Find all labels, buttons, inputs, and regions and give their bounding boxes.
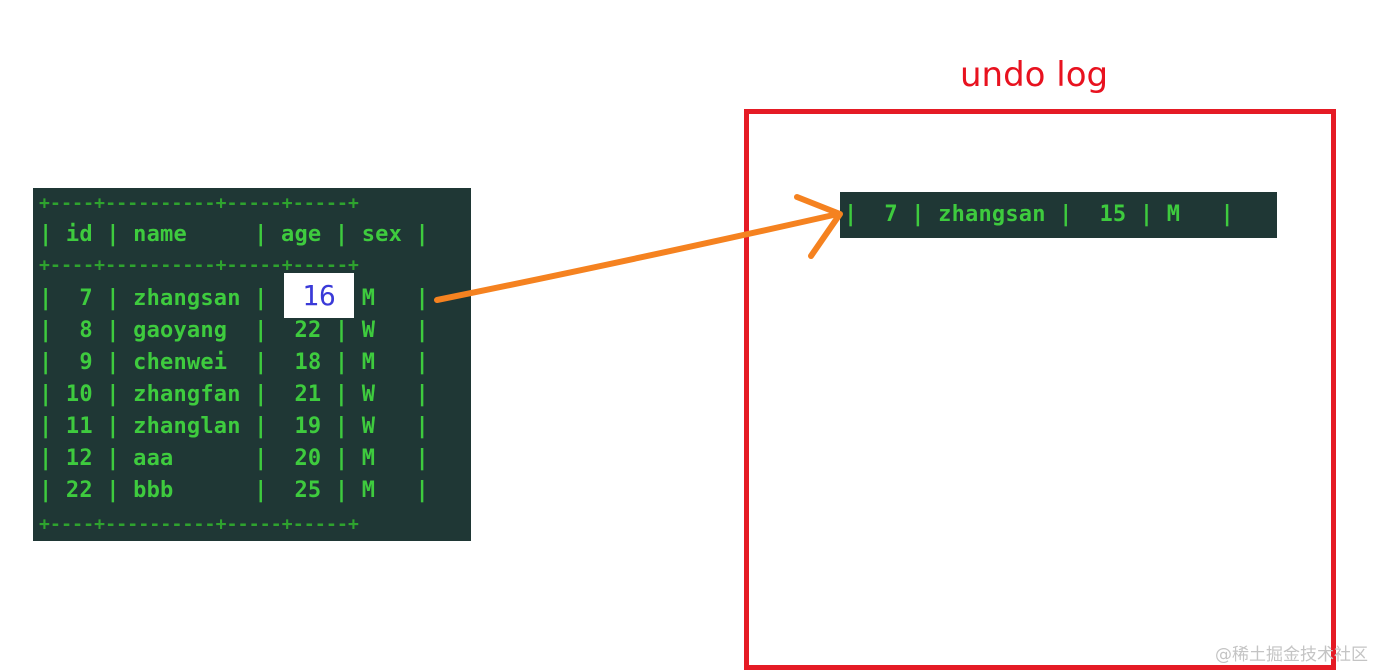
cell-sex: M	[361, 478, 376, 503]
table-row: | 8 | gaoyang | 22 | W |	[39, 315, 429, 347]
header-sex: sex	[361, 222, 403, 247]
undo-log-record: | 7 | zhangsan | 15 | M |	[840, 192, 1277, 238]
cell-name: zhangfan	[133, 382, 241, 407]
cell-id: 9	[79, 350, 93, 375]
cell-name: bbb	[133, 478, 174, 503]
undo-cell-name: zhangsan	[938, 202, 1046, 227]
cell-name: zhanglan	[133, 414, 241, 439]
cell-sex: W	[361, 318, 376, 343]
header-age: age	[281, 222, 322, 247]
table-border-top: +----+----------+-----+-----+	[39, 193, 360, 214]
cell-age: 22	[294, 318, 322, 343]
undo-log-title: undo log	[960, 55, 1109, 95]
table-border-header: +----+----------+-----+-----+	[39, 255, 360, 276]
cell-name: aaa	[133, 446, 174, 471]
table-row: | 22 | bbb | 25 | M |	[39, 475, 429, 507]
cell-sex: M	[361, 446, 376, 471]
undo-record-row: | 7 | zhangsan | 15 | M |	[844, 199, 1234, 231]
header-name: name	[133, 222, 187, 247]
cell-id: 8	[79, 318, 93, 343]
table-header-row: | id | name | age | sex |	[39, 219, 429, 251]
undo-cell-age: 15	[1099, 202, 1127, 227]
arrow-head	[794, 194, 843, 259]
cell-age: 21	[294, 382, 322, 407]
cell-sex: M	[361, 286, 376, 311]
cell-id: 22	[65, 478, 93, 503]
table-border-bottom: +----+----------+-----+-----+	[39, 514, 360, 535]
cell-id: 7	[79, 286, 93, 311]
header-id: id	[65, 222, 93, 247]
watermark-text: @稀土掘金技术社区	[1215, 645, 1368, 665]
cell-name: chenwei	[133, 350, 228, 375]
cell-id: 11	[65, 414, 93, 439]
table-row: | 11 | zhanglan | 19 | W |	[39, 411, 429, 443]
cell-id: 12	[65, 446, 93, 471]
table-row: | 10 | zhangfan | 21 | W |	[39, 379, 429, 411]
cell-sex: W	[361, 382, 376, 407]
arrow-shaft	[434, 211, 841, 303]
terminal-table: +----+----------+-----+-----+ | id | nam…	[33, 188, 471, 541]
cell-id: 10	[65, 382, 93, 407]
cell-age: 19	[294, 414, 322, 439]
undo-cell-sex: M	[1166, 202, 1181, 227]
undo-log-box	[744, 109, 1336, 670]
cell-name: zhangsan	[133, 286, 241, 311]
cell-sex: M	[361, 350, 376, 375]
cell-age: 20	[294, 446, 322, 471]
cell-sex: W	[361, 414, 376, 439]
table-row: | 9 | chenwei | 18 | M |	[39, 347, 429, 379]
cell-age: 18	[294, 350, 322, 375]
undo-cell-id: 7	[884, 202, 898, 227]
updated-age-highlight: 16	[284, 273, 354, 318]
cell-name: gaoyang	[133, 318, 228, 343]
table-row: | 12 | aaa | 20 | M |	[39, 443, 429, 475]
cell-age: 25	[294, 478, 322, 503]
